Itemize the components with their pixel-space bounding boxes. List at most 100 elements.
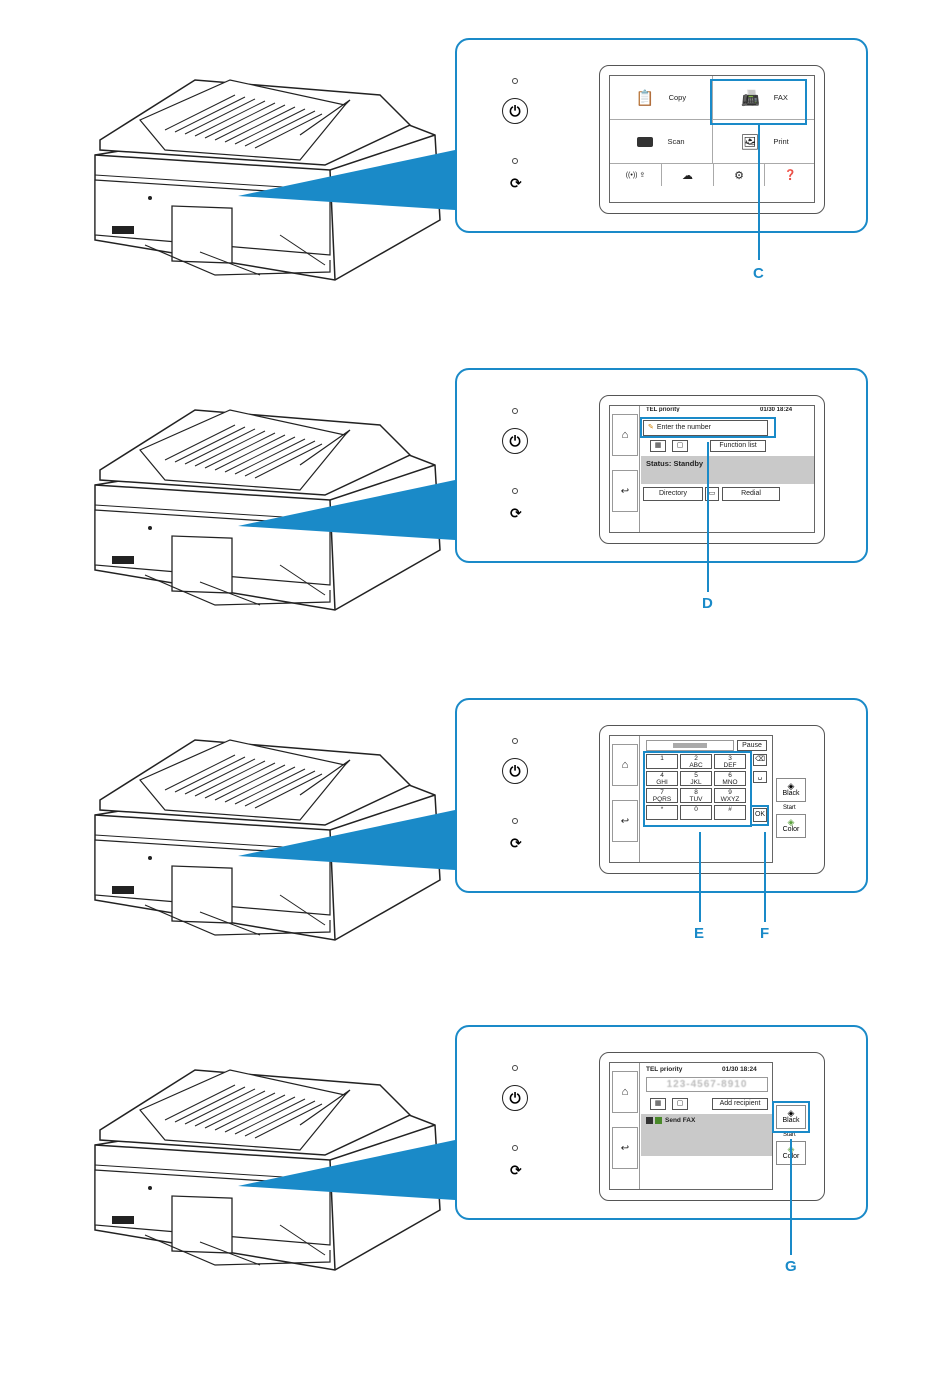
key-letters: PQRS <box>652 795 672 803</box>
keypad-key[interactable]: * <box>646 805 678 820</box>
touch-screen-bezel: ⌂ ↩ TEL priority 01/30 18:24 123-4567-89… <box>599 1052 825 1201</box>
start-black-button[interactable]: ◈ Black <box>776 778 806 802</box>
start-black-button[interactable]: ◈ Black <box>776 1105 806 1129</box>
header-left: TEL priority <box>646 407 680 412</box>
touch-screen: ⌂ ↩ TEL priority 01/30 18:24 123-4567-89… <box>609 1062 773 1190</box>
enter-number-field[interactable]: ✎ Enter the number <box>643 420 768 436</box>
blurred-number <box>673 743 707 748</box>
display-beam <box>238 1140 455 1200</box>
key-number: 2 <box>694 755 698 762</box>
fax-icon: 📠 <box>741 89 760 107</box>
start-label: Start <box>783 1132 796 1138</box>
black-start-icon: ◈ <box>787 1108 795 1118</box>
copy-tile[interactable]: 📋 Copy <box>610 76 713 120</box>
keypad-key[interactable]: # <box>714 805 746 820</box>
add-recipient-button[interactable]: Add recipient <box>712 1098 768 1110</box>
start-color-button[interactable]: ◈ Color <box>776 814 806 838</box>
enter-number-label: Enter the number <box>656 424 711 431</box>
back-icon[interactable]: ↩ <box>612 470 638 512</box>
display-beam <box>238 150 455 210</box>
color-start-icon: ◈ <box>787 1144 795 1154</box>
power-lamp <box>512 738 518 744</box>
stop-button[interactable]: ⟳ <box>510 1162 522 1178</box>
space-key[interactable]: ␣ <box>753 771 767 783</box>
qr-code-icon[interactable]: ▦ <box>650 1098 666 1110</box>
fax-tile[interactable]: 📠 FAX <box>713 76 814 120</box>
status-area <box>641 456 814 484</box>
color-mode-icon <box>655 1117 662 1124</box>
cloud-icon[interactable]: ☁ <box>662 164 714 186</box>
back-icon[interactable]: ↩ <box>612 800 638 842</box>
power-button[interactable]: ⏻ <box>502 758 528 784</box>
display-beam <box>238 810 455 870</box>
qr-code-icon[interactable]: ▦ <box>650 440 666 452</box>
help-icon[interactable]: ❓ <box>784 169 797 181</box>
callout-c: C <box>753 265 764 282</box>
wireless-icon[interactable]: ((•)) ⇪ <box>610 164 662 186</box>
fax-label: FAX <box>773 93 788 102</box>
document-icon[interactable]: ▢ <box>672 1098 688 1110</box>
print-tile[interactable]: 🖼 Print <box>713 120 814 164</box>
home-icon[interactable]: ⌂ <box>612 1071 638 1113</box>
key-letters: DEF <box>723 761 737 769</box>
home-icon[interactable]: ⌂ <box>612 414 638 456</box>
key-letters: MNO <box>722 778 738 786</box>
print-label: Print <box>773 137 789 146</box>
number-display <box>646 740 734 751</box>
header-right: 01/30 18:24 <box>760 407 793 412</box>
settings-gear-icon[interactable]: ⚙ <box>714 164 765 186</box>
power-lamp <box>512 408 518 414</box>
key-letters: WXYZ <box>720 795 740 803</box>
function-list-button[interactable]: Function list <box>710 440 766 452</box>
pause-button[interactable]: Pause <box>737 740 767 751</box>
keypad-key[interactable]: 0 <box>680 805 712 820</box>
alarm-lamp <box>512 158 518 164</box>
power-button[interactable]: ⏻ <box>502 428 528 454</box>
black-start-highlight <box>772 1101 810 1133</box>
color-label: Color <box>782 1153 800 1160</box>
fax-memory-icon[interactable]: ▭ <box>705 487 719 501</box>
redial-button[interactable]: Redial <box>722 487 780 501</box>
directory-button[interactable]: Directory <box>643 487 703 501</box>
home-icon[interactable]: ⌂ <box>612 744 638 786</box>
backspace-icon[interactable]: ⌫ <box>753 754 767 766</box>
side-bar: ⌂ ↩ <box>610 406 640 532</box>
send-fax-label: Send FAX <box>665 1117 696 1124</box>
key-number: 7 <box>660 789 664 796</box>
operation-panel: ⏻ ⟳ ⌂ ↩ TEL priority 01/30 18:24 ✎ Enter… <box>455 368 868 563</box>
number-field-highlight <box>640 417 776 438</box>
stop-button[interactable]: ⟳ <box>510 835 522 851</box>
touch-screen-bezel: ⌂ ↩ TEL priority 01/30 18:24 ✎ Enter the… <box>599 395 825 544</box>
fax-highlight <box>710 79 807 125</box>
scan-tile[interactable]: Scan <box>610 120 713 164</box>
fax-number-display: 123-4567-8910 <box>646 1077 768 1092</box>
key-letters: JKL <box>690 778 702 786</box>
power-button[interactable]: ⏻ <box>502 98 528 124</box>
figure-fax-standby: ⏻ ⟳ ⌂ ↩ TEL priority 01/30 18:24 ✎ Enter… <box>0 360 950 690</box>
power-button[interactable]: ⏻ <box>502 1085 528 1111</box>
ok-button[interactable]: OK <box>753 808 767 822</box>
document-icon[interactable]: ▢ <box>672 440 688 452</box>
key-number: * <box>660 806 664 813</box>
back-icon[interactable]: ↩ <box>612 1127 638 1169</box>
keypad-key[interactable]: 1 <box>646 754 678 769</box>
fax-number: 123-4567-8910 <box>666 1078 748 1090</box>
scan-label: Scan <box>667 137 685 146</box>
key-number: # <box>728 806 732 813</box>
header-right: 01/30 18:24 <box>722 1066 757 1073</box>
start-color-button[interactable]: ◈ Color <box>776 1141 806 1165</box>
side-bar: ⌂ ↩ <box>610 736 640 862</box>
side-bar: ⌂ ↩ <box>610 1063 640 1189</box>
stop-button[interactable]: ⟳ <box>510 175 522 191</box>
stop-button[interactable]: ⟳ <box>510 505 522 521</box>
callout-d: D <box>702 595 713 612</box>
